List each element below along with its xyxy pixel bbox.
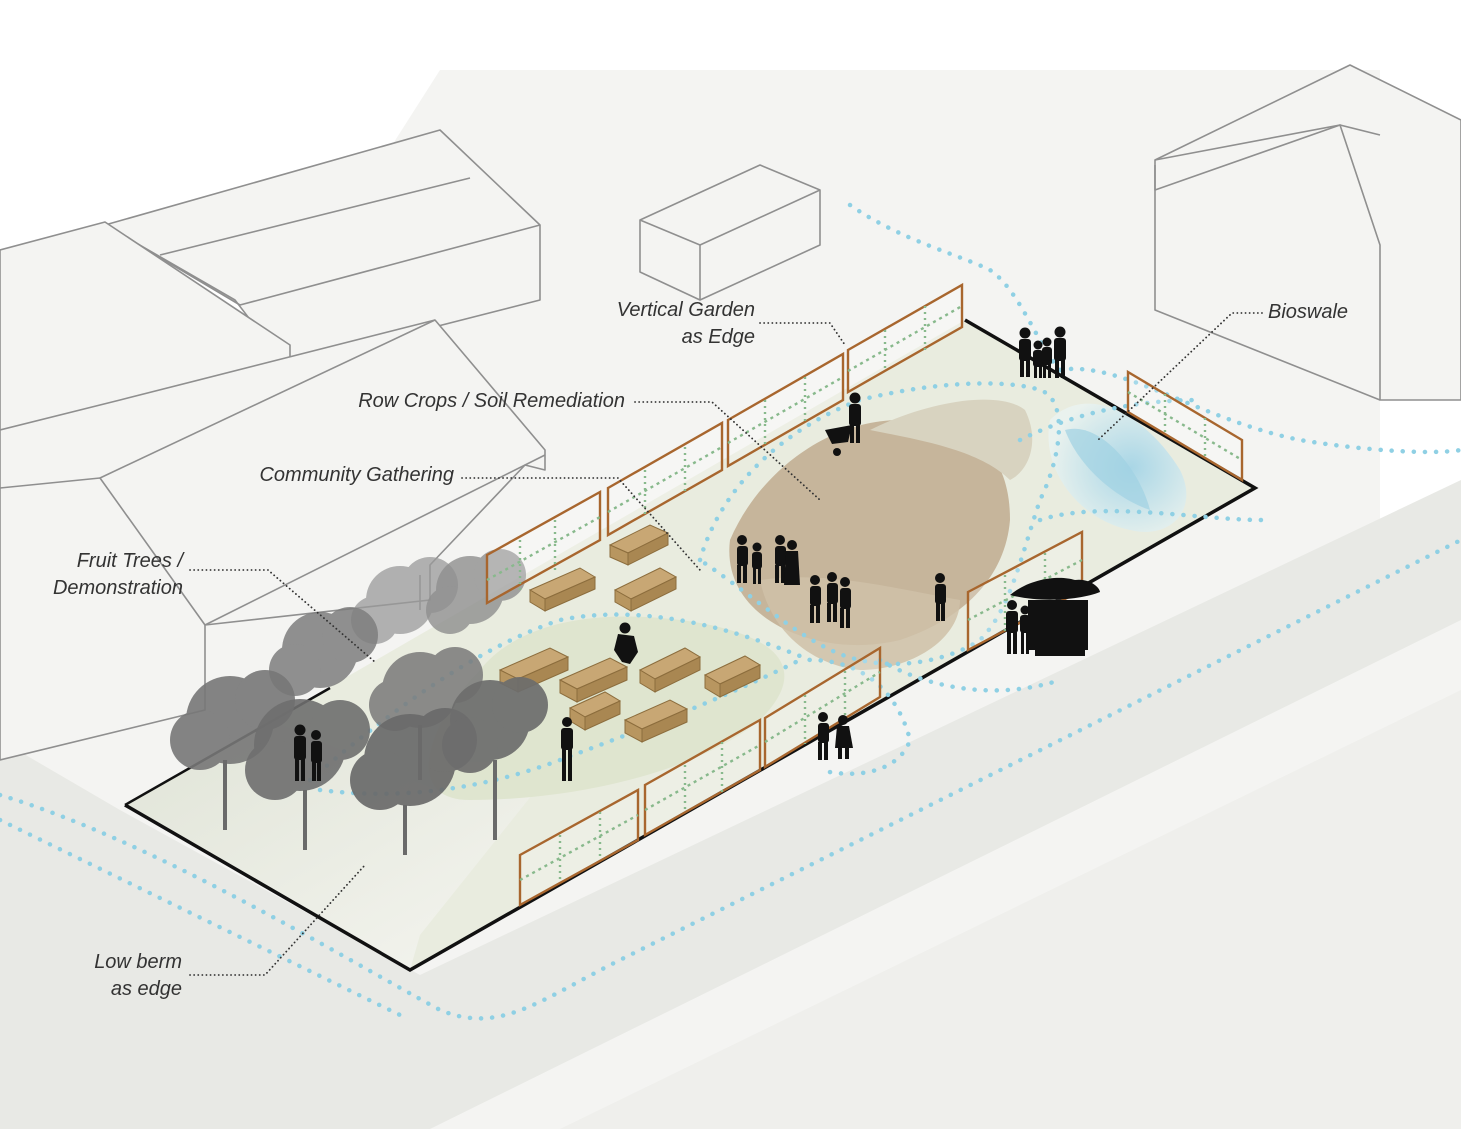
label-low-berm-line1: Low berm — [40, 949, 182, 976]
label-vertical-garden: Vertical Garden as Edge — [585, 297, 755, 351]
label-fruit-trees-line2: Demonstration — [20, 575, 183, 602]
label-bioswale: Bioswale — [1268, 299, 1348, 326]
label-community-gathering: Community Gathering — [220, 462, 454, 489]
label-vertical-garden-line2: as Edge — [585, 324, 755, 351]
label-low-berm: Low berm as edge — [40, 949, 182, 1003]
label-fruit-trees: Fruit Trees / Demonstration — [20, 548, 183, 602]
label-low-berm-line2: as edge — [40, 976, 182, 1003]
label-row-crops: Row Crops / Soil Remediation — [320, 388, 625, 415]
label-vertical-garden-line1: Vertical Garden — [585, 297, 755, 324]
label-fruit-trees-line1: Fruit Trees / — [20, 548, 183, 575]
